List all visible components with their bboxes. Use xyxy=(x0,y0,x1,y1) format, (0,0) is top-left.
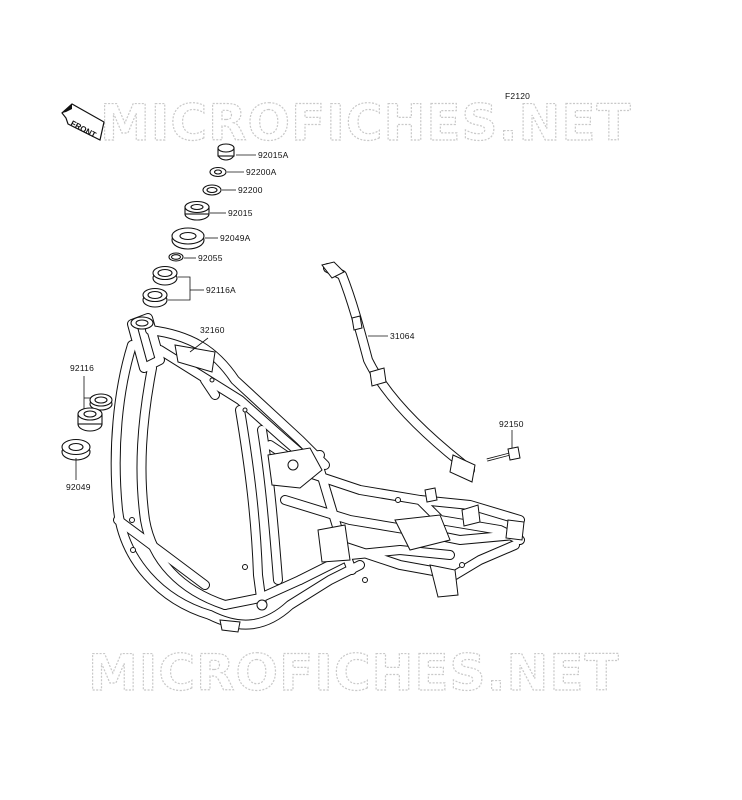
label-92015: 92015 xyxy=(228,208,253,218)
watermark-top: MICROFICHES.NET xyxy=(100,94,632,152)
part-92150-bolt[interactable] xyxy=(486,446,521,462)
label-92200: 92200 xyxy=(238,185,263,195)
label-92150: 92150 xyxy=(499,419,524,429)
part-92200A[interactable] xyxy=(209,166,227,178)
part-92055[interactable] xyxy=(168,252,184,262)
label-92049A: 92049A xyxy=(220,233,251,243)
label-31064: 31064 xyxy=(390,331,415,341)
lower-bearing-group: 92116 92049 xyxy=(61,363,113,492)
part-92116-race[interactable] xyxy=(89,393,113,411)
part-92200[interactable] xyxy=(202,184,222,196)
part-92116-bearing[interactable] xyxy=(77,407,103,432)
part-32160-frame[interactable] xyxy=(110,313,525,633)
part-92015A[interactable] xyxy=(217,143,235,161)
label-32160: 32160 xyxy=(200,325,225,335)
figure-code: F2120 xyxy=(505,91,530,101)
part-92116A-upper[interactable] xyxy=(152,265,178,286)
part-92049A[interactable] xyxy=(171,227,205,250)
front-arrow-icon: FRONT xyxy=(61,103,105,141)
part-92015[interactable] xyxy=(184,200,210,221)
watermark-bottom: MICROFICHES.NET xyxy=(88,644,620,702)
part-92049[interactable] xyxy=(61,438,91,461)
label-92200A: 92200A xyxy=(246,167,277,177)
label-92116A: 92116A xyxy=(206,285,236,295)
part-31064-subframe[interactable] xyxy=(321,261,476,483)
label-92015A: 92015A xyxy=(258,150,289,160)
steering-stem-stack: 92015A 92200A 92200 92015 xyxy=(142,143,289,308)
label-92049: 92049 xyxy=(66,482,91,492)
part-92116A-lower[interactable] xyxy=(142,287,168,308)
label-92055: 92055 xyxy=(198,253,223,263)
label-92116: 92116 xyxy=(70,363,94,373)
